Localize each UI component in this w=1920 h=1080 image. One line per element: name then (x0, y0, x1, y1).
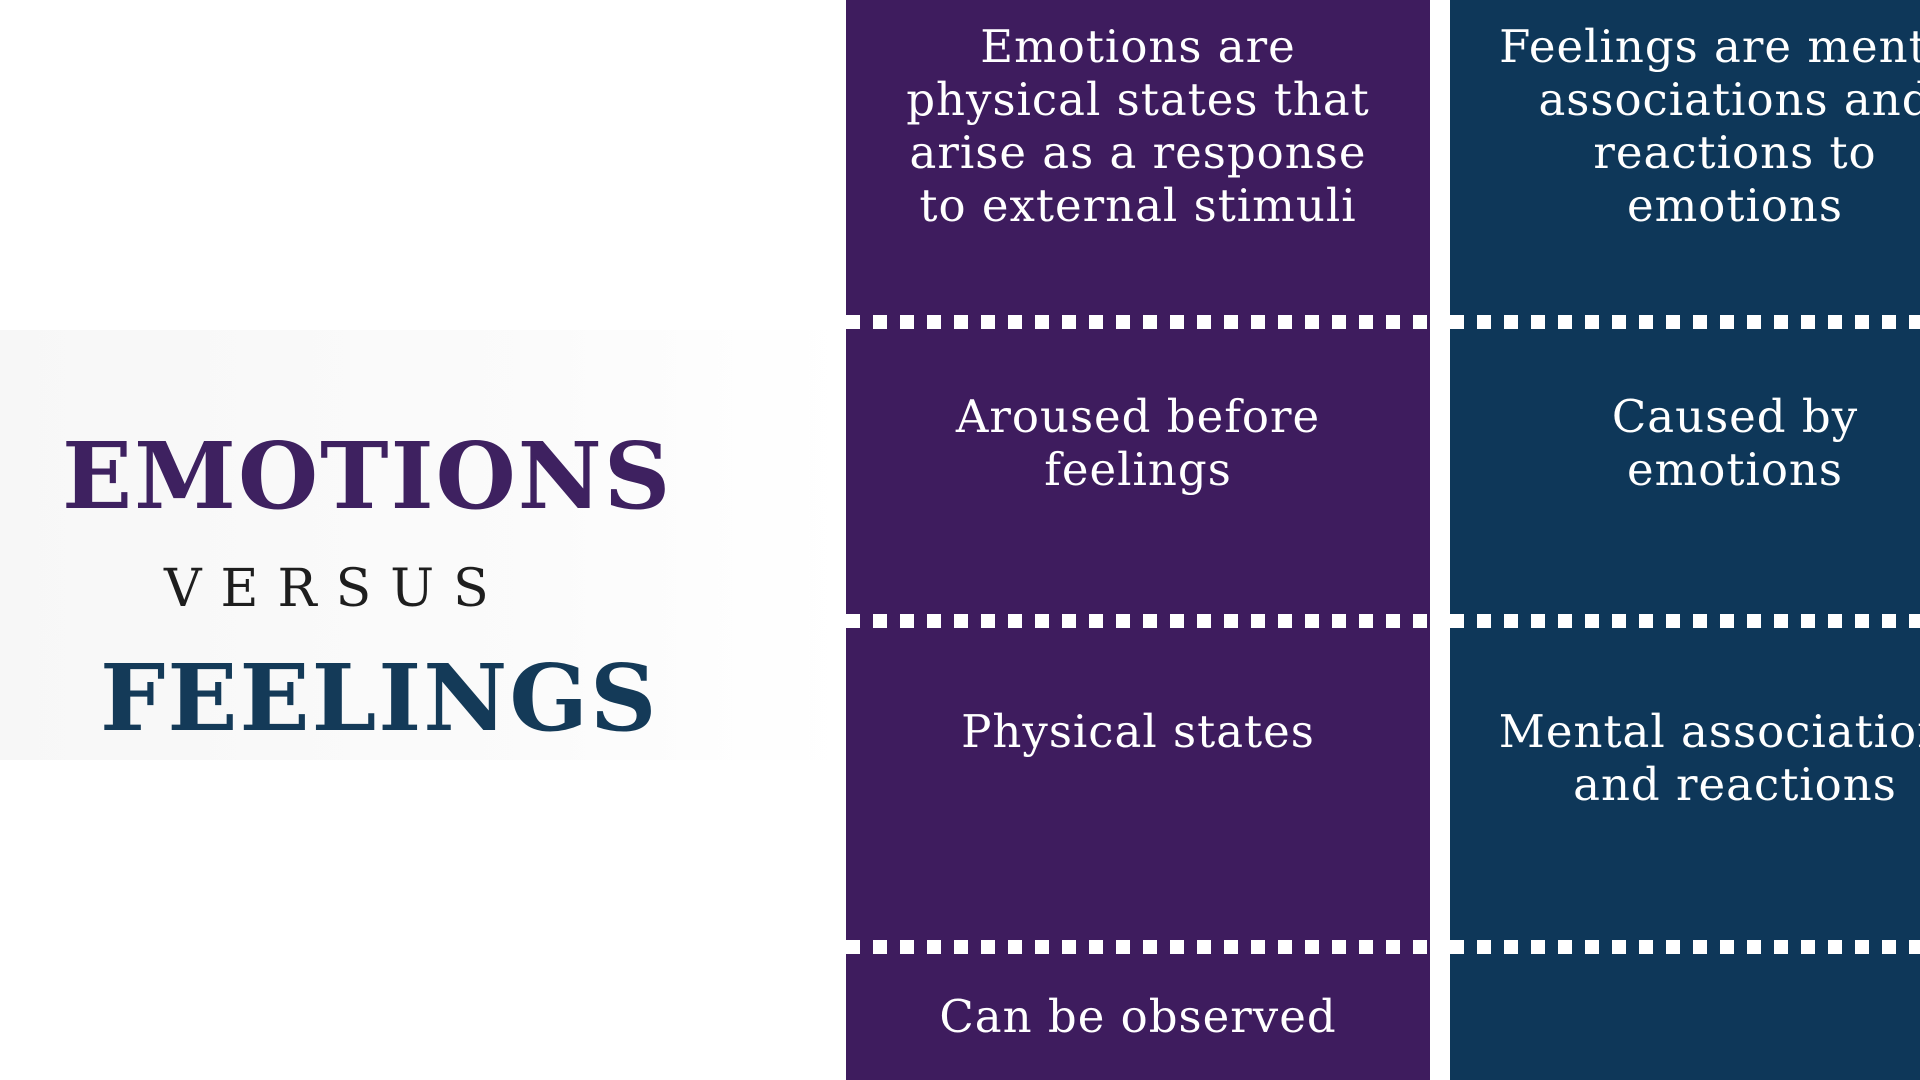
emotions-row-definition: Emotions are physical states that arise … (846, 20, 1430, 310)
column-separator (1430, 0, 1450, 1080)
feelings-sequence-text: Caused by emotions (1611, 390, 1859, 496)
feelings-row-definition: Feelings are mental associations and rea… (1450, 20, 1920, 310)
emotions-title: EMOTIONS (62, 422, 673, 530)
title-panel: EMOTIONS VERSUS FEELINGS (0, 0, 846, 1080)
dotted-row-divider (1450, 940, 1920, 954)
dotted-row-divider (1450, 315, 1920, 329)
emotions-nature-text: Physical states (961, 705, 1315, 758)
feelings-row-nature: Mental associations and reactions (1450, 705, 1920, 925)
emotions-definition-text: Emotions are physical states that arise … (906, 20, 1370, 232)
emotions-sequence-text: Aroused before feelings (955, 390, 1321, 496)
feelings-definition-text: Feelings are mental associations and rea… (1499, 20, 1920, 232)
dotted-row-divider (1450, 614, 1920, 628)
dotted-row-divider (846, 940, 1430, 954)
emotions-row-sequence: Aroused before feelings (846, 390, 1430, 610)
dotted-row-divider (846, 614, 1430, 628)
dotted-row-divider (846, 315, 1430, 329)
title-background-band (0, 330, 846, 760)
emotions-row-nature: Physical states (846, 705, 1430, 925)
feelings-title: FEELINGS (100, 644, 659, 752)
feelings-nature-text: Mental associations and reactions (1498, 705, 1920, 811)
emotions-column: Emotions are physical states that arise … (846, 0, 1430, 1080)
feelings-row-sequence: Caused by emotions (1450, 390, 1920, 610)
emotions-row-observation: Can be observed (846, 990, 1430, 1080)
versus-label: VERSUS (164, 559, 508, 619)
feelings-column: Feelings are mental associations and rea… (1450, 0, 1920, 1080)
emotions-observation-text: Can be observed (939, 990, 1337, 1043)
